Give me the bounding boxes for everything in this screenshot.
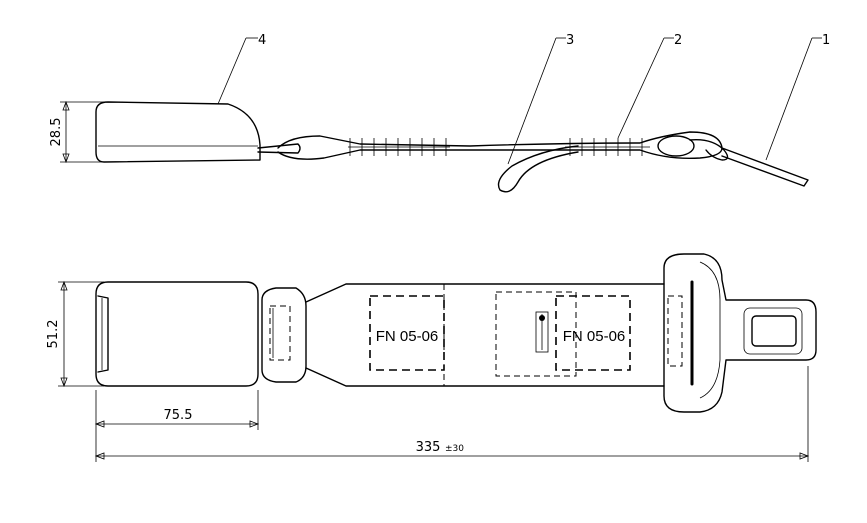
dimension-buckle-length: 75.5 (94, 390, 260, 462)
stitching-left (348, 138, 450, 156)
callout-4: 4 (258, 33, 266, 48)
dimension-height-top-label: 51.2 (46, 320, 61, 349)
callouts: 4 3 2 1 (217, 33, 830, 165)
dimension-height-side: 28.5 (49, 100, 104, 164)
dimension-buckle-length-label: 75.5 (164, 408, 193, 423)
callout-2: 2 (674, 33, 682, 48)
top-view: FN 05-06 FN 05-06 51.2 (46, 253, 817, 462)
marking-label-right: FN 05-06 (563, 328, 626, 345)
dimension-overall-tolerance: ±30 (445, 444, 464, 454)
side-buckle-body (95, 101, 261, 163)
top-buckle-body (95, 281, 259, 387)
marking-label-left: FN 05-06 (376, 328, 439, 345)
anchor-plate-top (663, 253, 817, 413)
webbing-top (305, 283, 665, 387)
tag-loop (497, 145, 579, 193)
dimension-overall-length: 335 ±30 (94, 366, 810, 462)
callout-3: 3 (566, 33, 574, 48)
side-view: 28.5 (49, 100, 809, 193)
callout-1: 1 (822, 33, 830, 48)
emblem-icon (535, 311, 549, 353)
stitching-right (565, 138, 650, 156)
dimension-overall-length-label: 335 (416, 440, 441, 455)
dimension-height-top: 51.2 (46, 280, 104, 388)
dimension-height-side-label: 28.5 (49, 118, 64, 147)
anchor-plate-side (721, 147, 809, 187)
